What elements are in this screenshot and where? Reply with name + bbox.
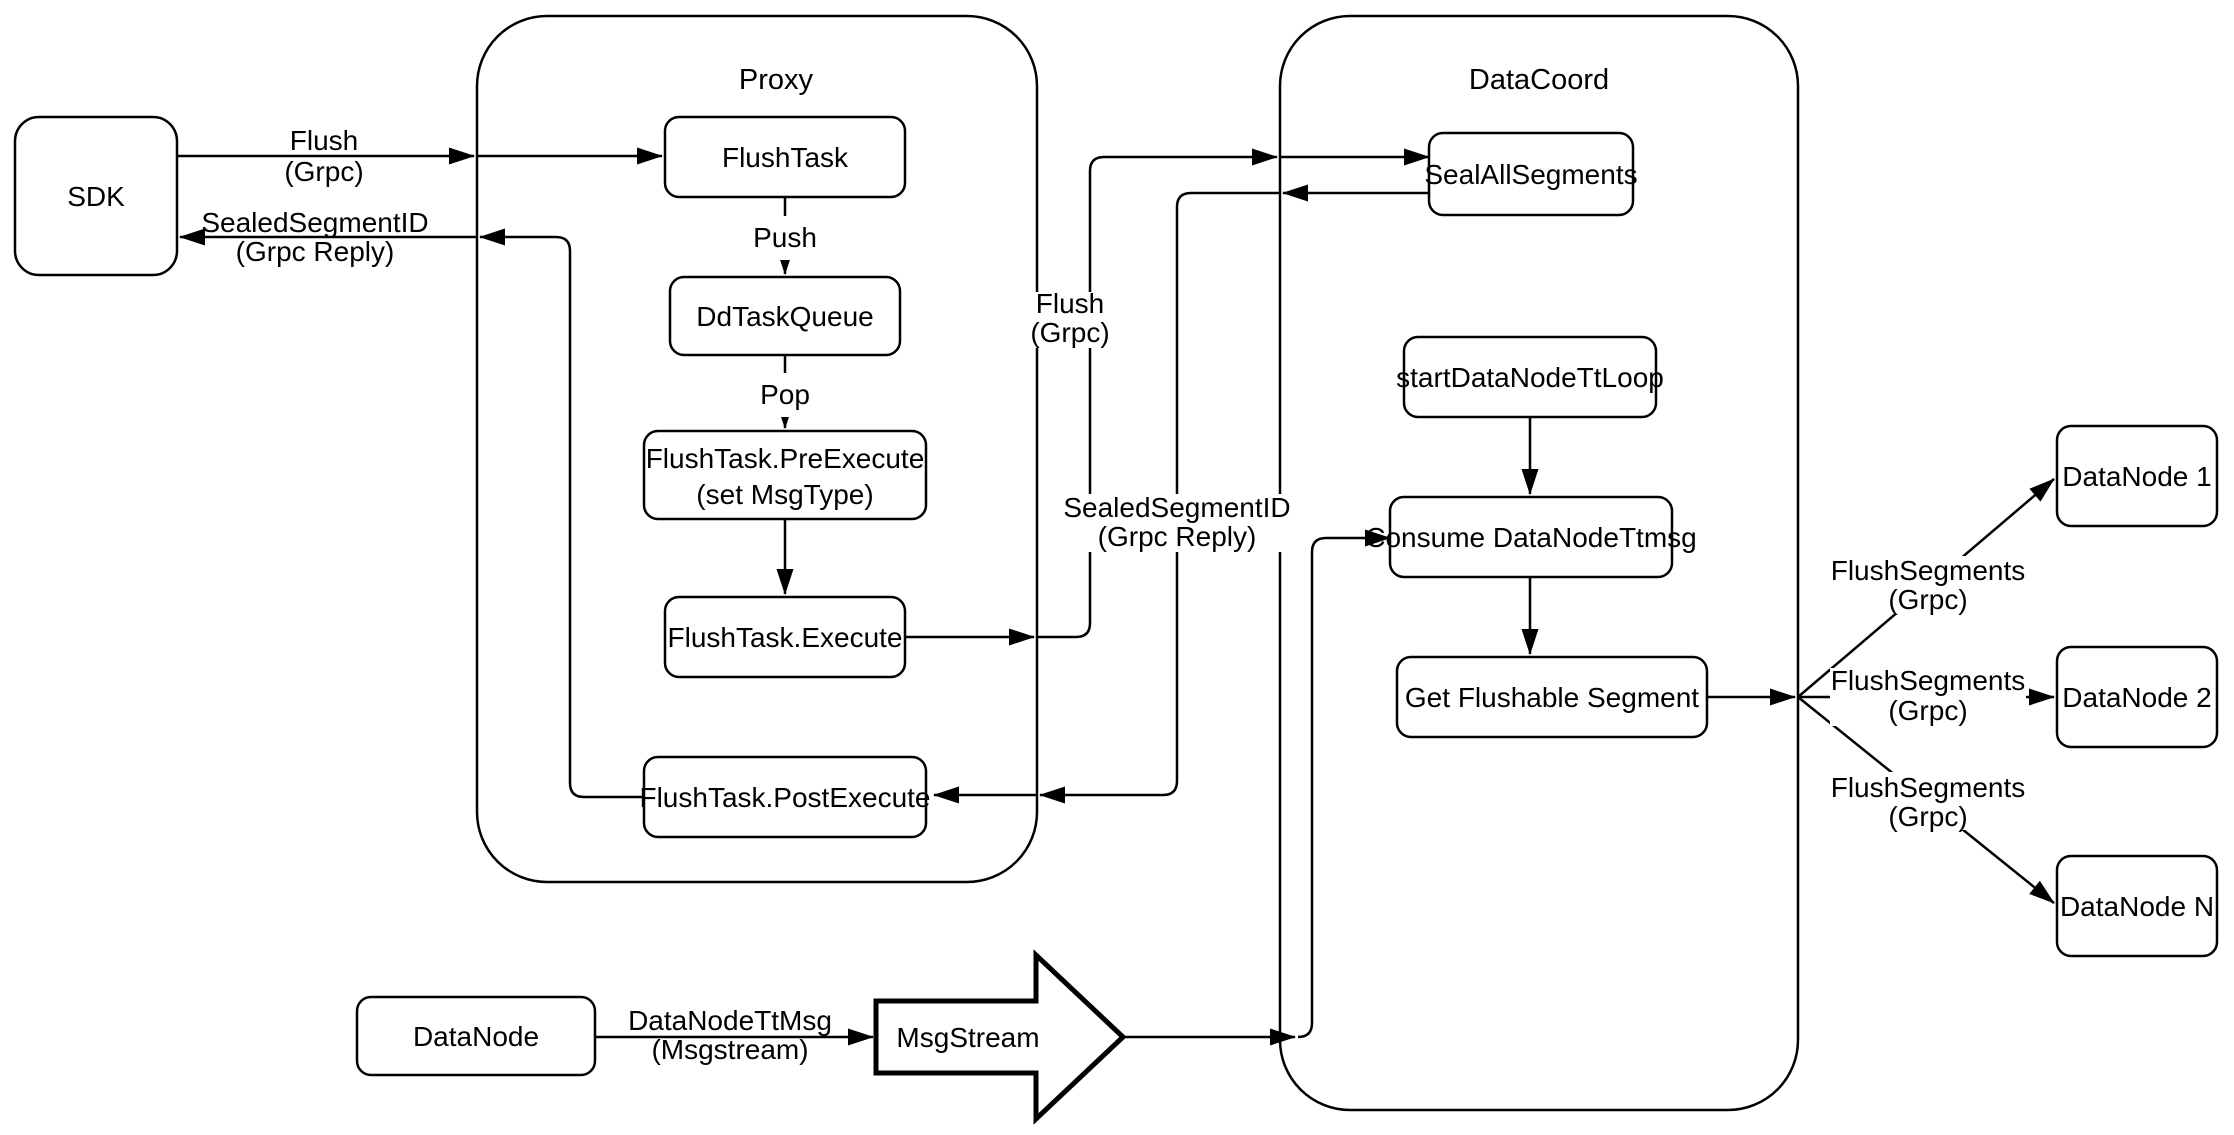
edge-label-push-bg bbox=[745, 216, 825, 260]
edge-label-flush-segments-1-line1: FlushSegments bbox=[1831, 555, 2026, 586]
edge-label-pop-bg bbox=[752, 373, 818, 417]
datanode2-node bbox=[2055, 645, 2219, 749]
ddtaskqueue-node-label: DdTaskQueue bbox=[696, 301, 873, 332]
edge-proxy-to-datacoord-border bbox=[1037, 148, 1278, 639]
datanode2-node-label: DataNode 2 bbox=[2062, 682, 2211, 713]
datanode-node-label: DataNode bbox=[413, 1021, 539, 1052]
sdk-node bbox=[13, 115, 179, 277]
edge-label-flush-datacoord-bg bbox=[1018, 292, 1124, 348]
postexecute-node bbox=[642, 755, 928, 839]
edge-label-sealed-sdk: SealedSegmentID (Grpc Reply) bbox=[201, 207, 428, 267]
edge-label-sealed-datacoord-line1: SealedSegmentID bbox=[1063, 492, 1290, 523]
proxy-container bbox=[475, 14, 1039, 884]
edge-label-pop: Pop bbox=[752, 373, 818, 417]
datanode1-node bbox=[2055, 424, 2219, 528]
edge-label-flush-datacoord-line2: (Grpc) bbox=[1030, 317, 1109, 348]
edge-label-flush-segments-2-line2: (Grpc) bbox=[1888, 695, 1967, 726]
edge-label-flush-segments-1-line2: (Grpc) bbox=[1888, 584, 1967, 615]
msgstream-arrow-shape bbox=[873, 949, 1127, 1125]
preexecute-node bbox=[642, 429, 928, 521]
edge-label-sealed-datacoord: SealedSegmentID (Grpc Reply) bbox=[1063, 492, 1291, 552]
edge-label-datanode-ttmsg-line1: DataNodeTtMsg bbox=[628, 1005, 832, 1036]
edge-label-push-text: Push bbox=[753, 222, 817, 253]
datanode-node bbox=[355, 995, 597, 1077]
edge-label-flush-datacoord-line1: Flush bbox=[1036, 288, 1104, 319]
edge-label-flush-segments-2-line1: FlushSegments bbox=[1831, 665, 2026, 696]
edge-label-datanode-ttmsg: DataNodeTtMsg (Msgstream) bbox=[628, 1005, 832, 1065]
edge-label-flush-sdk-line1: Flush bbox=[290, 125, 358, 156]
edge-label-push: Push bbox=[745, 216, 825, 260]
edge-datacoord-border-to-consume bbox=[1297, 529, 1391, 1039]
edge-label-sealed-datacoord-line2: (Grpc Reply) bbox=[1098, 521, 1257, 552]
consume-datanodettmsg-node-label: Consume DataNodeTtmsg bbox=[1365, 522, 1696, 553]
edge-label-flush-segments-3-line1: FlushSegments bbox=[1831, 772, 2026, 803]
edge-label-flush-segments-1: FlushSegments (Grpc) bbox=[1830, 555, 2026, 615]
edge-label-sealed-sdk-line1: SealedSegmentID bbox=[201, 207, 428, 238]
edge-label-datanode-ttmsg-line2: (Msgstream) bbox=[651, 1034, 808, 1065]
getflushablesegment-node-label: Get Flushable Segment bbox=[1405, 682, 1699, 713]
sealallsegments-node-label: SealAllSegments bbox=[1424, 159, 1637, 190]
execute-node bbox=[663, 595, 907, 679]
ddtaskqueue-node bbox=[668, 275, 902, 357]
msgstream-label: MsgStream bbox=[896, 1022, 1039, 1053]
startdatanodettloop-node-label: startDataNodeTtLoop bbox=[1396, 362, 1664, 393]
postexecute-node-label: FlushTask.PostExecute bbox=[639, 782, 930, 813]
datacoord-container-label: DataCoord bbox=[1469, 64, 1609, 96]
edge-label-flush-segments-2: FlushSegments (Grpc) bbox=[1830, 665, 2026, 726]
flushtask-node-label: FlushTask bbox=[722, 142, 849, 173]
flushtask-node bbox=[663, 115, 907, 199]
sdk-node-label: SDK bbox=[67, 181, 125, 212]
sealallsegments-node bbox=[1427, 131, 1635, 217]
startdatanodettloop-node bbox=[1402, 335, 1658, 419]
edge-label-sealed-sdk-line2: (Grpc Reply) bbox=[236, 236, 395, 267]
datanoden-node bbox=[2055, 854, 2219, 958]
datanoden-node-label: DataNode N bbox=[2060, 891, 2214, 922]
edge-label-flush-segments-3-line2: (Grpc) bbox=[1888, 801, 1967, 832]
edge-label-pop-text: Pop bbox=[760, 379, 810, 410]
preexecute-node-label-line2: (set MsgType) bbox=[696, 479, 873, 510]
execute-node-label: FlushTask.Execute bbox=[668, 622, 903, 653]
datanode1-node-label: DataNode 1 bbox=[2062, 461, 2211, 492]
getflushablesegment-node bbox=[1395, 655, 1709, 739]
edge-label-flush-datacoord: Flush (Grpc) bbox=[1018, 288, 1124, 348]
edge-label-flush-segments-3-bg bbox=[1830, 772, 2026, 830]
proxy-container-label: Proxy bbox=[739, 64, 814, 96]
edge-label-sealed-datacoord-bg bbox=[1068, 494, 1282, 552]
edge-postexecute-to-proxy-border bbox=[479, 228, 644, 799]
edge-label-flush-sdk: Flush (Grpc) bbox=[284, 125, 363, 187]
edge-label-flush-segments-2-bg bbox=[1830, 668, 2026, 726]
edge-label-flush-segments-1-bg bbox=[1830, 556, 2026, 614]
consume-datanodettmsg-node bbox=[1388, 495, 1674, 579]
edge-label-flush-segments-3: FlushSegments (Grpc) bbox=[1830, 772, 2026, 832]
preexecute-node-label-line1: FlushTask.PreExecute bbox=[646, 443, 925, 474]
edge-label-flush-sdk-line2: (Grpc) bbox=[284, 156, 363, 187]
datacoord-container bbox=[1278, 14, 1800, 1112]
